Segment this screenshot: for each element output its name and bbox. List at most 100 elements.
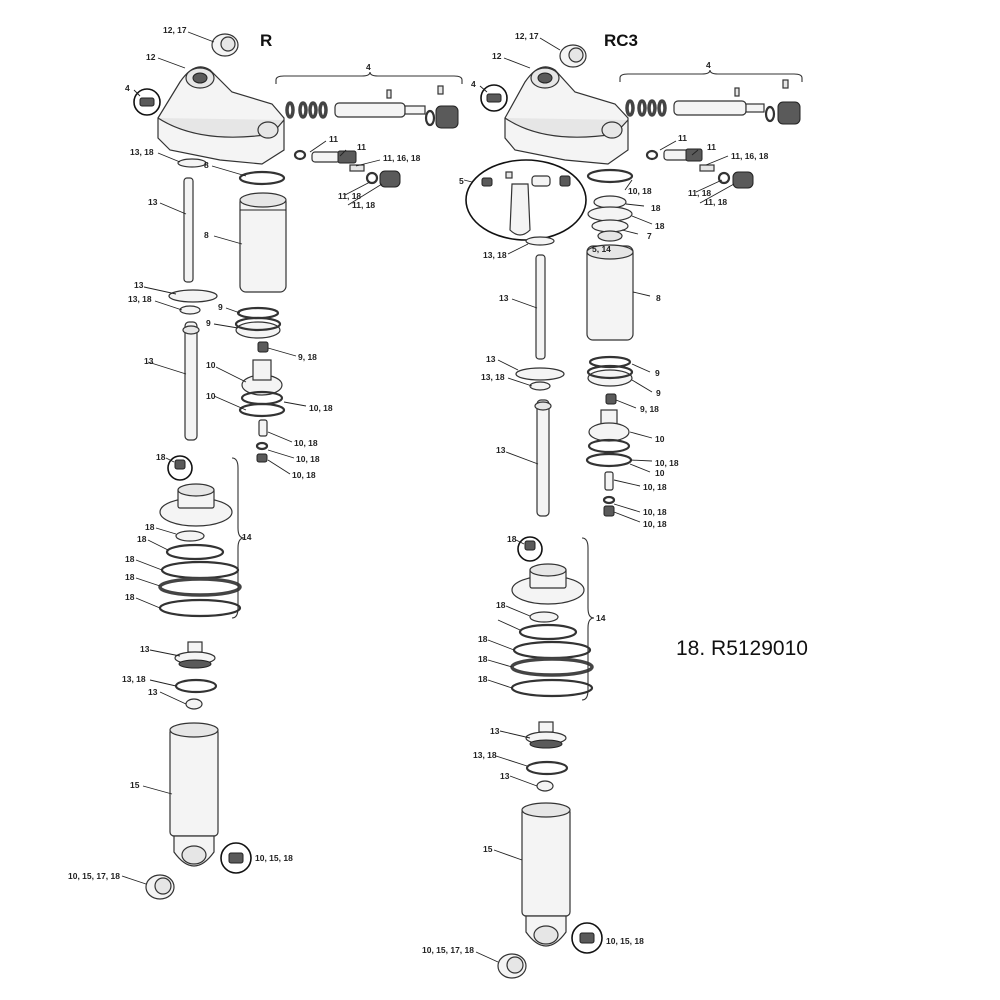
label: 9, 18 [298,352,317,362]
r-assembly [133,33,459,900]
label: 4 [366,62,371,72]
rc3-damper-body [521,802,571,947]
label: 18 [125,572,135,582]
label: 13 [490,726,500,736]
rc3-eyelet-body [504,66,629,165]
label: 18 [478,654,488,664]
label: 11, 18 [338,191,361,201]
label: 5 [459,176,464,186]
label: 10 [206,360,216,370]
label: 18 [137,534,147,544]
piston-assembly [238,359,286,418]
seal-top [177,158,207,168]
label: 10, 18 [309,403,333,413]
label: 18 [655,221,665,231]
label: 14 [596,613,606,623]
label: 10, 18 [628,186,652,196]
label: 11 [707,142,716,152]
lower-hardware [174,641,218,710]
label: 10, 15, 18 [606,936,644,946]
bushing-top [211,33,239,57]
label: 13, 18 [122,674,146,684]
header-r: R [260,31,272,50]
label: 13 [148,687,158,697]
rc3-eyelet-bolt-callout-circle [571,922,603,954]
damper-body [169,722,219,867]
label: 4 [471,79,476,89]
label: 4 [125,83,130,93]
label: 13, 18 [481,372,505,382]
label: 18 [125,592,135,602]
label: 18 [125,554,135,564]
label: 10, 18 [643,507,667,517]
header-rc3: RC3 [604,31,638,50]
label: 11 [678,133,687,143]
label: 13 [134,280,144,290]
label: 7 [647,231,652,241]
bushing-bottom [145,874,175,900]
label: 10, 18 [296,454,320,464]
label: 11, 16, 18 [383,153,421,163]
label: 13, 18 [473,750,497,760]
rc3-plug-callout-circle [517,536,543,562]
label: 10 [655,434,665,444]
label: 13 [486,354,496,364]
air-sleeve [239,192,287,293]
label: 18 [156,452,166,462]
label: 18 [478,634,488,644]
label: 12 [492,51,502,61]
label: 13, 18 [130,147,154,157]
label: 9 [655,368,660,378]
label: 13 [140,644,150,654]
damper-shaft [184,321,198,441]
label: 18 [651,203,661,213]
rc3-bushing-top [559,44,587,68]
label: 13 [148,197,158,207]
label: 9 [206,318,211,328]
label: 15 [483,844,493,854]
label: 10, 18 [643,519,667,529]
shaft-rod [183,177,194,283]
labels-rc3: 12, 17 12 4 4 11 11 11, 16, 18 11, 18 11… [422,31,769,955]
label: 10, 15, 17, 18 [68,871,120,881]
rc3-lower-hardware [525,721,569,792]
rc3-bushing-bottom [497,953,527,979]
label: 13, 18 [483,250,507,260]
rc3-bolt-callout-circle [480,84,508,112]
label: 11 [329,134,338,144]
label: 10, 18 [294,438,318,448]
label: 10, 15, 17, 18 [422,945,474,955]
label: 9 [218,302,223,312]
label: 10, 15, 18 [255,853,293,863]
rc3-piston-assembly [585,409,633,468]
label: 10, 18 [655,458,679,468]
label: 10, 18 [292,470,316,480]
leader-lines [121,31,803,963]
label: 12 [146,52,156,62]
label: 15 [130,780,140,790]
label: 10 [655,468,665,478]
label: 8 [656,293,661,303]
label: 18 [496,600,506,610]
label: 8 [204,230,209,240]
label: 13 [496,445,506,455]
eyelet-body [157,66,285,165]
small-parts-11 [293,149,401,188]
label: 18 [507,534,517,544]
label: 5, 14 [592,244,611,254]
label: 10 [206,391,216,401]
rc3-assembly [465,44,801,979]
label: 4 [706,60,711,70]
label: 13, 18 [128,294,152,304]
label: 11, 18 [688,188,711,198]
label: 18 [478,674,488,684]
adjuster-shaft-assembly [285,85,459,129]
label: 9 [656,388,661,398]
label: 11, 16, 18 [731,151,769,161]
label: 12, 17 [163,25,187,35]
bolt-callout-circle [133,88,161,116]
ifp-assembly [158,483,242,618]
label: 13 [144,356,154,366]
eyelet-bolt-callout-circle [220,842,252,874]
